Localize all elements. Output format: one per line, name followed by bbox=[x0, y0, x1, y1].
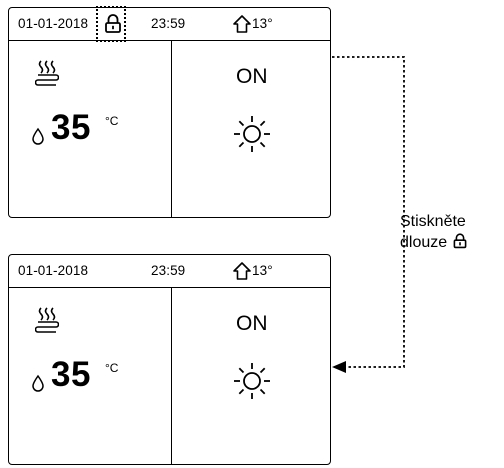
outdoor-temp-label: 13° bbox=[252, 263, 273, 278]
heating-icon bbox=[35, 60, 59, 86]
status-bar: 01-01-2018 23:59 13° bbox=[9, 255, 330, 288]
sun-icon bbox=[234, 363, 270, 399]
date-label: 01-01-2018 bbox=[18, 263, 89, 278]
house-icon bbox=[233, 262, 251, 280]
panel-divider bbox=[171, 41, 172, 218]
arrow-head bbox=[332, 361, 346, 373]
controller-screen-locked: 01-01-2018 23:59 13° 35 °C ON bbox=[8, 6, 331, 218]
set-temperature-value: 35 bbox=[51, 355, 91, 394]
date-label: 01-01-2018 bbox=[18, 16, 89, 31]
heating-icon bbox=[35, 307, 59, 333]
instruction-line-1: Stiskněte bbox=[400, 213, 466, 230]
house-icon bbox=[233, 15, 251, 33]
set-temperature-value: 35 bbox=[51, 108, 91, 147]
water-drop-icon bbox=[32, 374, 44, 392]
instruction-line-2: dlouze bbox=[400, 233, 468, 252]
controller-screen-unlocked: 01-01-2018 23:59 13° 35 °C ON bbox=[8, 254, 331, 465]
instruction-text: dlouze bbox=[400, 234, 448, 251]
temperature-unit: °C bbox=[105, 114, 119, 128]
lock-highlight-box bbox=[96, 6, 126, 42]
sun-icon bbox=[234, 116, 270, 152]
time-label: 23:59 bbox=[151, 263, 186, 278]
power-status: ON bbox=[236, 65, 268, 88]
lock-icon[interactable] bbox=[103, 13, 123, 35]
lock-icon bbox=[453, 233, 467, 249]
time-label: 23:59 bbox=[151, 16, 186, 31]
status-bar: 01-01-2018 23:59 13° bbox=[9, 6, 330, 42]
panel-divider bbox=[171, 288, 172, 465]
temperature-unit: °C bbox=[105, 361, 119, 375]
power-status: ON bbox=[236, 312, 268, 335]
outdoor-temp-label: 13° bbox=[252, 16, 273, 31]
water-drop-icon bbox=[32, 127, 44, 145]
